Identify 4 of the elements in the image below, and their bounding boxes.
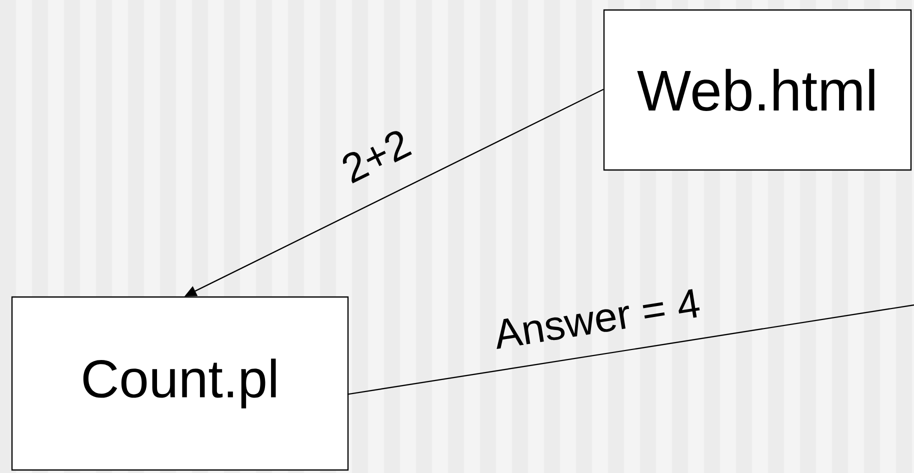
file-box: Web.html [603,9,912,171]
edge-label: 2+2 [342,131,412,184]
edge-label: Answer = 4 [496,289,700,350]
file-box: Count.pl [11,296,349,471]
